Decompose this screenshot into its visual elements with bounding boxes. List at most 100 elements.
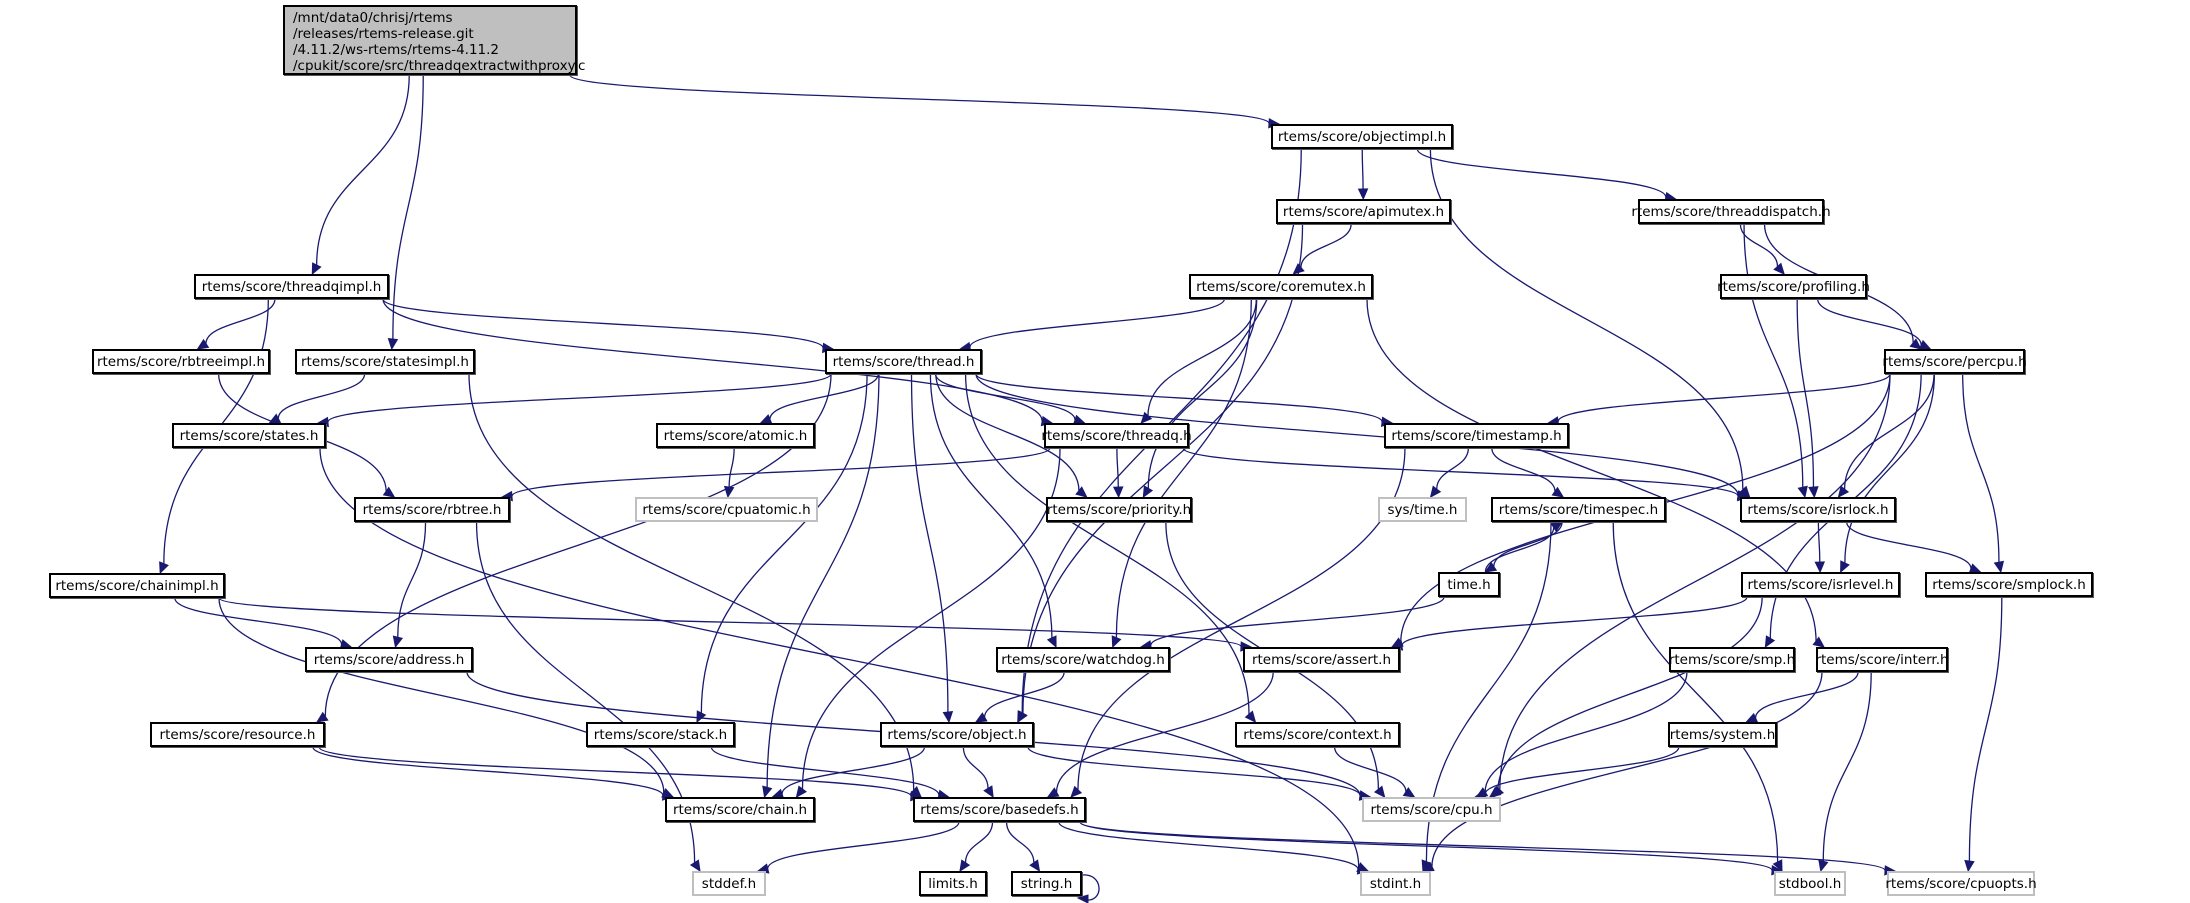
file-node-statesimpl[interactable]: rtems/score/statesimpl.h — [295, 349, 475, 374]
file-node-isrlevel[interactable]: rtems/score/isrlevel.h — [1741, 572, 1900, 597]
edge-rbtree-to-address — [397, 521, 427, 638]
arrowhead — [1017, 710, 1028, 724]
file-node-stdint: stdint.h — [1360, 871, 1431, 896]
file-node-interr[interactable]: rtems/score/interr.h — [1815, 647, 1949, 672]
file-node-time[interactable]: time.h — [1438, 572, 1500, 597]
edge-threaddispatch-to-profiling — [1739, 223, 1779, 267]
arrowhead — [795, 785, 808, 798]
file-node-smplock[interactable]: rtems/score/smplock.h — [1925, 572, 2093, 597]
edge-percpu-to-isrlock — [1843, 373, 1935, 490]
file-node-system[interactable]: rtems/system.h — [1668, 722, 1777, 747]
file-node-atomic[interactable]: rtems/score/atomic.h — [656, 423, 815, 448]
edge-assert-to-basedefs — [1055, 671, 1274, 793]
arrowhead — [268, 413, 282, 424]
edge-string-to-string — [1081, 874, 1100, 901]
edge-root-to-threadqimpl — [316, 74, 410, 266]
file-node-apimutex[interactable]: rtems/score/apimutex.h — [1276, 199, 1451, 224]
file-node-timespec[interactable]: rtems/score/timespec.h — [1491, 497, 1666, 522]
edge-threadqimpl-to-thread — [382, 298, 824, 349]
arrowhead — [1814, 561, 1826, 574]
arrowhead — [392, 635, 404, 649]
file-node-assert[interactable]: rtems/score/assert.h — [1243, 647, 1400, 672]
arrowhead — [1421, 861, 1435, 872]
edge-thread-to-stack — [700, 373, 868, 714]
file-node-priority[interactable]: rtems/score/priority.h — [1046, 497, 1192, 522]
edge-stack-to-basedefs — [710, 746, 940, 796]
arrowhead — [1244, 710, 1257, 723]
file-node-resource[interactable]: rtems/score/resource.h — [150, 722, 325, 747]
file-node-address[interactable]: rtems/score/address.h — [305, 647, 473, 672]
file-node-stack[interactable]: rtems/score/stack.h — [586, 722, 735, 747]
edge-threadq-to-isrlock — [1182, 447, 1739, 497]
arrowhead — [382, 486, 396, 498]
edge-isrlock-to-isrlevel — [1817, 521, 1821, 563]
file-node-states[interactable]: rtems/score/states.h — [172, 423, 326, 448]
arrowhead — [1373, 785, 1386, 798]
file-node-stddef: stddef.h — [692, 871, 766, 896]
arrowhead — [1046, 787, 1060, 798]
arrowhead — [983, 785, 994, 799]
edge-states-to-stdint — [319, 447, 1360, 868]
edge-profiling-to-isrlock — [1796, 298, 1815, 488]
edge-statesimpl-to-basedefs — [468, 373, 915, 791]
file-node-rbtreeimpl[interactable]: rtems/score/rbtreeimpl.h — [92, 349, 270, 374]
file-node-coremutex[interactable]: rtems/score/coremutex.h — [1189, 274, 1373, 299]
edge-thread-to-object — [910, 373, 949, 713]
file-node-threadq[interactable]: rtems/score/threadq.h — [1041, 423, 1192, 448]
edge-smp-to-cpu — [1484, 671, 1688, 792]
file-node-threadqimpl[interactable]: rtems/score/threadqimpl.h — [194, 274, 389, 299]
arrowhead — [315, 711, 329, 723]
arrowhead — [1993, 560, 2005, 574]
file-node-rbtree[interactable]: rtems/score/rbtree.h — [354, 497, 510, 522]
edge-percpu-to-cpu — [1499, 373, 1891, 790]
edge-percpu-to-isrlevel — [1844, 373, 1936, 563]
edge-interr-to-stdint — [1431, 671, 1823, 867]
arrowhead — [1357, 188, 1369, 201]
edge-watchdog-to-object — [983, 671, 1065, 718]
file-node-object[interactable]: rtems/score/object.h — [880, 722, 1034, 747]
root-file-node: /mnt/data0/chrisj/rtems /releases/rtems-… — [283, 5, 585, 75]
edge-chainimpl-to-chain — [218, 597, 665, 793]
arrowhead — [974, 712, 988, 723]
edge-profiling-to-percpu — [1817, 298, 1922, 346]
file-node-context[interactable]: rtems/score/context.h — [1235, 722, 1400, 747]
file-node-objectimpl[interactable]: rtems/score/objectimpl.h — [1271, 124, 1453, 149]
file-node-profiling[interactable]: rtems/score/profiling.h — [1717, 274, 1870, 299]
file-node-percpu[interactable]: rtems/score/percpu.h — [1882, 349, 2027, 374]
edge-coremutex-to-thread — [969, 298, 1226, 348]
file-node-chain[interactable]: rtems/score/chain.h — [665, 797, 815, 822]
edge-threadqimpl-to-threadq — [382, 298, 1043, 422]
file-node-thread[interactable]: rtems/score/thread.h — [825, 349, 982, 374]
arrowhead — [1797, 485, 1808, 499]
arrowhead — [1772, 859, 1783, 873]
edge-basedefs-to-string — [1005, 821, 1035, 863]
file-node-timestamp[interactable]: rtems/score/timestamp.h — [1384, 423, 1569, 448]
file-node-threaddispatch[interactable]: rtems/score/threaddispatch.h — [1631, 199, 1831, 224]
file-node-string[interactable]: string.h — [1011, 871, 1082, 896]
file-node-basedefs[interactable]: rtems/score/basedefs.h — [913, 797, 1086, 822]
arrowhead — [1075, 486, 1088, 498]
edge-thread-to-states — [327, 373, 832, 423]
arrowhead — [1550, 521, 1564, 533]
edge-apimutex-to-object — [1022, 223, 1304, 714]
arrowhead — [1112, 486, 1124, 499]
file-node-chainimpl[interactable]: rtems/score/chainimpl.h — [49, 573, 225, 598]
edge-threadq-to-rbtree — [511, 447, 1051, 497]
file-node-watchdog[interactable]: rtems/score/watchdog.h — [996, 647, 1170, 672]
edge-object-to-cpu — [1027, 746, 1361, 796]
edge-thread-to-priority — [935, 373, 1080, 491]
arrowhead — [689, 859, 701, 873]
arrowhead — [696, 710, 707, 724]
edge-basedefs-to-cpuopts — [1079, 821, 1886, 871]
arrowhead — [1964, 859, 1975, 873]
edge-basedefs-to-limits — [964, 821, 994, 863]
edge-system-to-cpu — [1484, 746, 1680, 795]
file-node-cpu: rtems/score/cpu.h — [1362, 797, 1501, 822]
arrowhead — [159, 561, 169, 575]
edge-rbtree-to-stddef — [475, 521, 696, 863]
file-node-smp[interactable]: rtems/score/smp.h — [1669, 647, 1795, 672]
file-node-limits[interactable]: limits.h — [919, 871, 987, 896]
file-node-isrlock[interactable]: rtems/score/isrlock.h — [1740, 497, 1896, 522]
arrowhead — [311, 262, 322, 276]
